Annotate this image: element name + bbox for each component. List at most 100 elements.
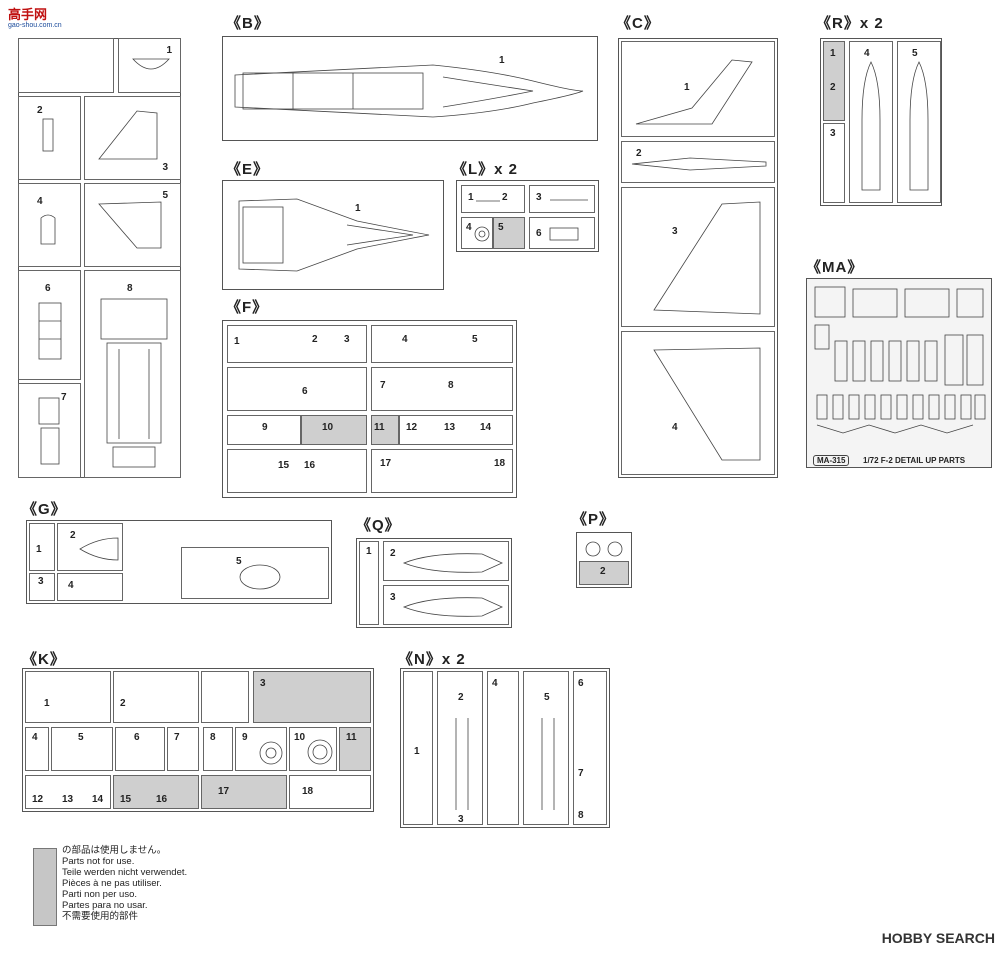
part-number: 9	[262, 422, 268, 433]
part-number: 4	[32, 732, 38, 743]
sprue-c: 1 2 3 4	[618, 38, 778, 478]
part-number: 2	[830, 82, 836, 93]
c-cell-2: 2	[621, 141, 775, 183]
part-number: 16	[304, 460, 316, 471]
sprue-k: 1 2 3 4 5 6 7 8 9 10 11 12 13 14 15 16 1…	[22, 668, 374, 812]
section-label-q: 《Q》	[356, 517, 401, 534]
strut-part-drawing	[550, 199, 588, 201]
c-cell-4: 4	[621, 331, 775, 475]
left-cell-5: 5	[84, 183, 181, 267]
g-cell-4: 4	[57, 573, 123, 601]
section-label-l: 《L》x 2	[452, 161, 519, 178]
f-cell-15-16: 15 16	[227, 449, 367, 493]
k-cell-2: 2	[113, 671, 199, 723]
part-number: 12	[32, 794, 44, 805]
canopy-part-drawing	[132, 58, 170, 70]
left-cell-2: 2	[18, 96, 81, 180]
n-cell-6-8: 6 7 8	[573, 671, 607, 825]
part-number: 1	[468, 192, 474, 203]
part-number: 7	[380, 380, 386, 391]
part-number: 17	[218, 786, 230, 797]
legend-line: Parti non per uso.	[62, 889, 137, 900]
wheel-pair-drawing	[585, 541, 623, 557]
left-cell-1: 1	[118, 38, 181, 93]
part-number: 7	[174, 732, 180, 743]
part-number: 1	[166, 45, 172, 56]
r-cell-4: 4	[849, 41, 893, 203]
part-number: 6	[134, 732, 140, 743]
k-cell-blank	[201, 671, 249, 723]
sprue-e: 1	[222, 180, 444, 290]
part-number: 18	[302, 786, 314, 797]
part-number: 6	[45, 283, 51, 294]
n-cell-5: 5	[523, 671, 569, 825]
left-cell-8: 8	[84, 270, 181, 478]
watermark-url: gao-shou.com.cn	[8, 22, 62, 29]
part-number: 3	[38, 576, 44, 587]
left-cell-4: 4	[18, 183, 81, 267]
left-cell-blank	[18, 38, 114, 93]
section-label-g: 《G》	[22, 501, 67, 518]
section-label-n: 《N》x 2	[398, 651, 466, 668]
q-cell-2: 2	[383, 541, 509, 581]
legend-line: 不需要使用的部件	[62, 911, 139, 922]
part-number: 2	[458, 692, 464, 703]
part-number: 7	[61, 392, 67, 403]
l-cell-1-2: 1 2	[461, 185, 525, 213]
part-number: 13	[62, 794, 74, 805]
spine-part-drawing	[631, 157, 767, 171]
part-number: 2	[312, 334, 318, 345]
fret-label: MA-315	[813, 455, 850, 466]
f-cell-9: 9	[227, 415, 301, 445]
g-cell-2: 2	[57, 523, 123, 571]
part-number: 16	[156, 794, 168, 805]
part-number: 13	[444, 422, 456, 433]
part-number: 3	[344, 334, 350, 345]
part-number: 18	[494, 458, 506, 469]
part-number: 6	[578, 678, 584, 689]
seat-part-drawing	[38, 397, 60, 465]
part-number: 9	[242, 732, 248, 743]
k-cell-17: 17	[201, 775, 287, 809]
q-cell-1: 1	[359, 541, 379, 625]
not-for-use-swatch	[33, 848, 57, 926]
sprue-q: 1 2 3	[356, 538, 512, 628]
r-cell-1-2: 1 2	[823, 41, 845, 121]
sprue-p: 2	[576, 532, 632, 588]
k-cell-6: 6	[115, 727, 165, 771]
part-number: 2	[70, 530, 76, 541]
part-number: 8	[127, 283, 133, 294]
k-cell-18: 18	[289, 775, 371, 809]
fin-part-drawing	[98, 110, 158, 160]
section-label-r: 《R》x 2	[816, 15, 884, 32]
part-number: 8	[578, 810, 584, 821]
g-cell-3: 3	[29, 573, 55, 601]
part-number: 1	[234, 336, 240, 347]
part-number: 12	[406, 422, 418, 433]
part-number: 7	[578, 768, 584, 779]
part-number: 5	[544, 692, 550, 703]
legend-line: の部品は使用しません。	[62, 845, 167, 856]
watermark-logo: 高手网	[8, 7, 48, 22]
left-cell-3: 3	[84, 96, 181, 180]
f-cell-12-14: 12 13 14	[399, 415, 513, 445]
g-cell-5: 5	[181, 547, 329, 599]
part-number: 5	[236, 556, 242, 567]
part-number: 15	[120, 794, 132, 805]
c-cell-1: 1	[621, 41, 775, 137]
k-cell-10: 10	[289, 727, 337, 771]
c-cell-3: 3	[621, 187, 775, 327]
part-number: 8	[210, 732, 216, 743]
r-cell-5: 5	[897, 41, 941, 203]
l-cell-4: 4	[461, 217, 493, 249]
f-cell-10: 10	[301, 415, 367, 445]
part-number: 5	[472, 334, 478, 345]
windscreen-part-drawing	[239, 564, 281, 590]
part-number: 1	[355, 203, 361, 214]
legend-line: Parts not for use.	[62, 856, 135, 867]
k-cell-1: 1	[25, 671, 111, 723]
wing-lower-part-drawing	[653, 347, 761, 461]
f-cell-17-18: 17 18	[371, 449, 513, 493]
sprue-n: 1 2 3 4 5 6 7 8	[400, 668, 610, 828]
r-cell-3: 3	[823, 123, 845, 203]
